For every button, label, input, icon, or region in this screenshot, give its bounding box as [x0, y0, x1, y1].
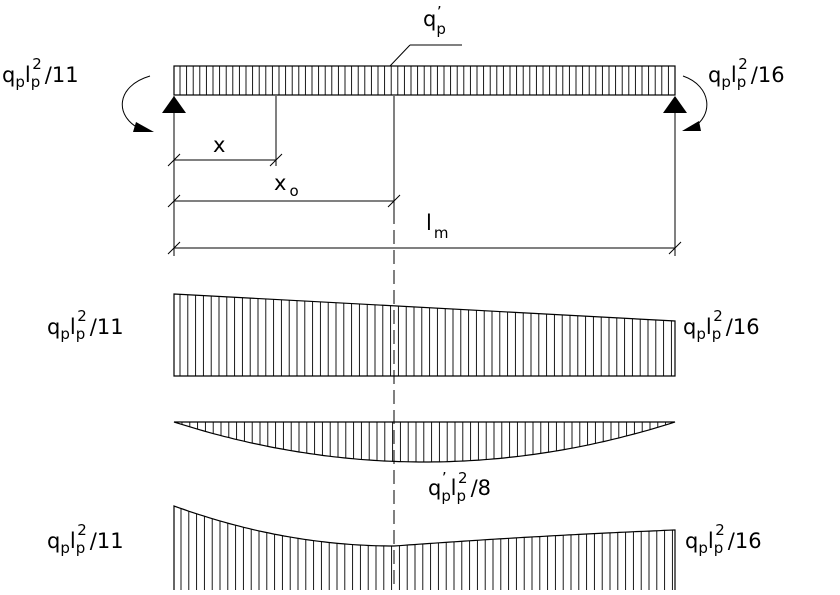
- load-leader: [389, 44, 462, 67]
- span-moment-label: qp’lp2/8: [428, 469, 491, 505]
- span-moment-diagram: [173, 421, 676, 463]
- right-end-moment-label: qplp2/16: [708, 55, 785, 91]
- distributed-load: [173, 65, 676, 96]
- combined-moment-diagram: [173, 505, 676, 590]
- dim-x-label: x: [213, 133, 225, 157]
- dimension-lines: [167, 96, 682, 256]
- left-moment-arrow: [121, 75, 154, 132]
- support-moment-diagram: [173, 293, 676, 377]
- diagram1-right-label: qplp2/16: [683, 307, 760, 343]
- diagram3-right-label: qplp2/16: [685, 521, 762, 557]
- right-support: [663, 96, 687, 113]
- load-label: qp’: [423, 3, 446, 38]
- diagram1-left-label: qplp2/11: [47, 307, 124, 343]
- right-moment-arrow: [682, 75, 708, 131]
- left-end-moment-label: qplp2/11: [2, 55, 79, 91]
- diagram3-left-label: qplp2/11: [47, 521, 124, 557]
